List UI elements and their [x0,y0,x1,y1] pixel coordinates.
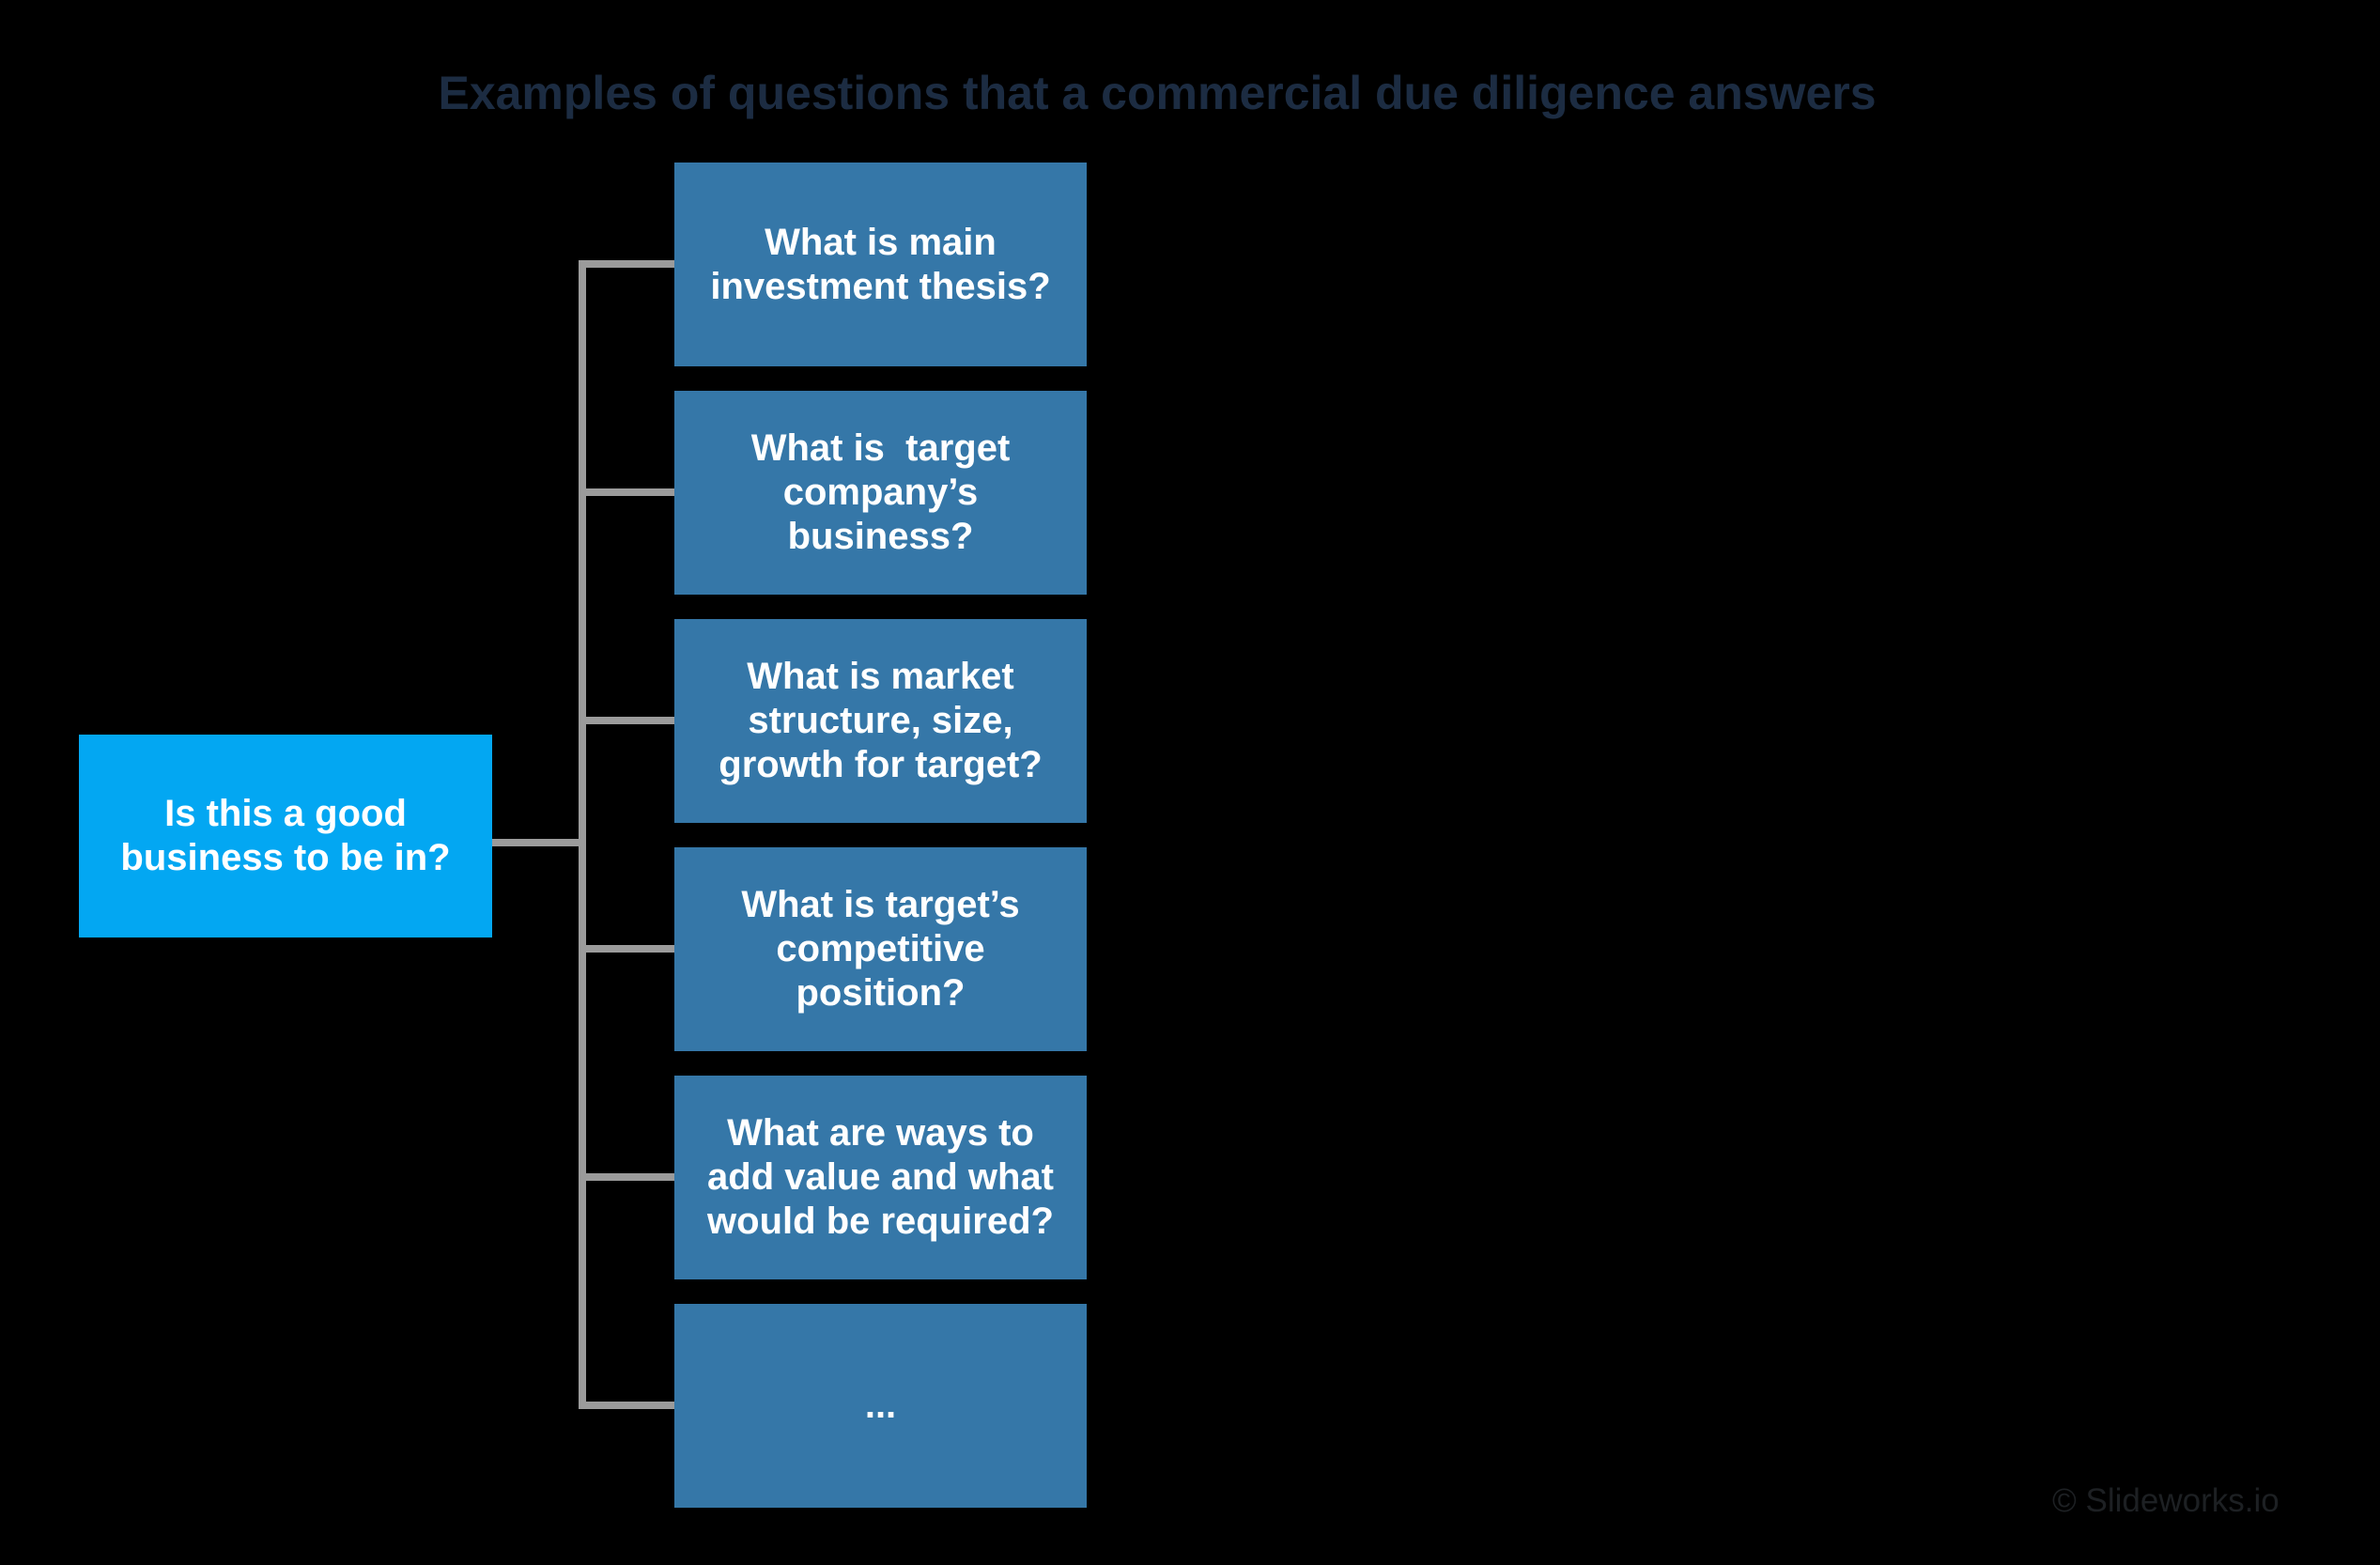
question-box-investment-thesis: What is main investment thesis? [674,163,1087,366]
connector-branch-1 [579,260,674,268]
question-box-add-value: What are ways to add value and what woul… [674,1076,1087,1279]
question-label: What is target’s competitive position? [741,884,1020,1014]
question-box-ellipsis: ... [674,1304,1087,1508]
question-label: ... [864,1385,897,1426]
question-label: What is main investment thesis? [710,221,1051,307]
connector-root-to-trunk [492,839,579,846]
question-box-market-structure: What is market structure, size, growth f… [674,619,1087,823]
connector-branch-2 [579,488,674,496]
connector-branch-4 [579,945,674,953]
question-box-competitive-position: What is target’s competitive position? [674,847,1087,1051]
connector-branch-5 [579,1173,674,1181]
question-label: What is market structure, size, growth f… [719,656,1043,785]
question-box-target-business: What is target company’s business? [674,391,1087,595]
question-label: What are ways to add value and what woul… [707,1112,1054,1242]
question-label: What is target company’s business? [750,427,1011,557]
connector-branch-3 [579,717,674,724]
root-question-box: Is this a good business to be in? [79,735,492,937]
root-question-label: Is this a good business to be in? [120,793,451,878]
connector-branch-6 [579,1402,674,1409]
watermark-copyright: © Slideworks.io [2052,1482,2280,1519]
slide-title: Examples of questions that a commercial … [438,66,1877,119]
connector-trunk-line [579,260,586,1409]
